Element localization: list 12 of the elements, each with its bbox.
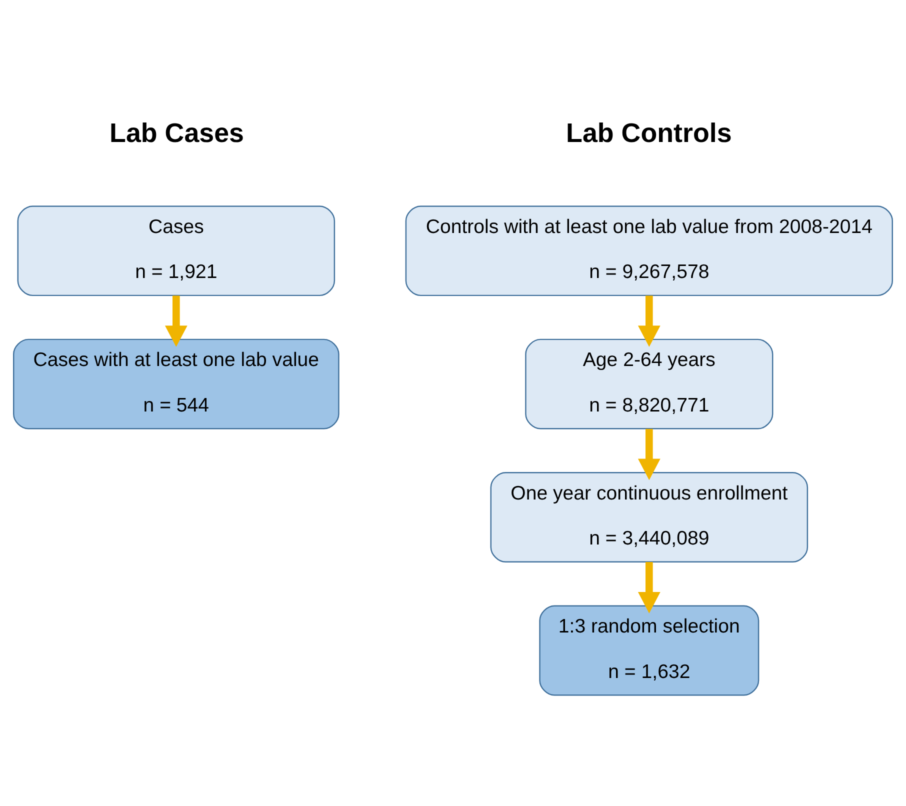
label: Lab Controls <box>566 118 732 148</box>
arrow <box>638 562 660 614</box>
node-box: Age 2-64 years n = 8,820,771 <box>525 338 774 430</box>
label: Lab Cases <box>110 118 244 148</box>
arrow <box>638 296 660 347</box>
node-box: Cases with at least one lab value n = 544 <box>13 338 340 430</box>
arrow <box>638 428 660 480</box>
node-box: One year continuous enrollment n = 3,440,089 <box>490 472 808 562</box>
arrow <box>164 296 188 347</box>
node-box: 1:3 random selection n = 1,632 <box>539 605 760 696</box>
node-box: Cases n = 1,921 <box>17 206 336 296</box>
node-box: Controls with at least one lab value from 2008-2014 n = 9,267,578 <box>405 206 893 296</box>
